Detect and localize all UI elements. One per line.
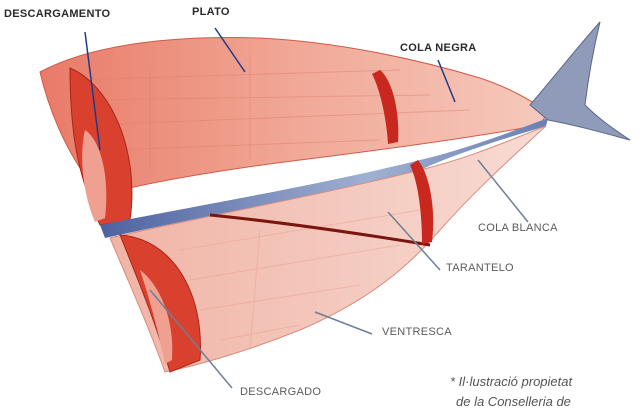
label-tarantelo: TARANTELO [446, 262, 514, 274]
label-descargamento: DESCARGAMENTO [4, 8, 110, 20]
leader-cola-blanca [478, 160, 528, 222]
leader-ventresca [315, 312, 372, 334]
label-ventresca: VENTRESCA [382, 326, 452, 338]
label-cola-negra: COLA NEGRA [400, 42, 477, 54]
label-descargado: DESCARGADO [240, 386, 321, 398]
label-cola-blanca: COLA BLANCA [478, 222, 558, 234]
ownership-note-line1: * Il·lustració propietat [450, 374, 572, 389]
ownership-note-line2: de la Conselleria de [456, 394, 571, 409]
label-plato: PLATO [192, 6, 230, 18]
